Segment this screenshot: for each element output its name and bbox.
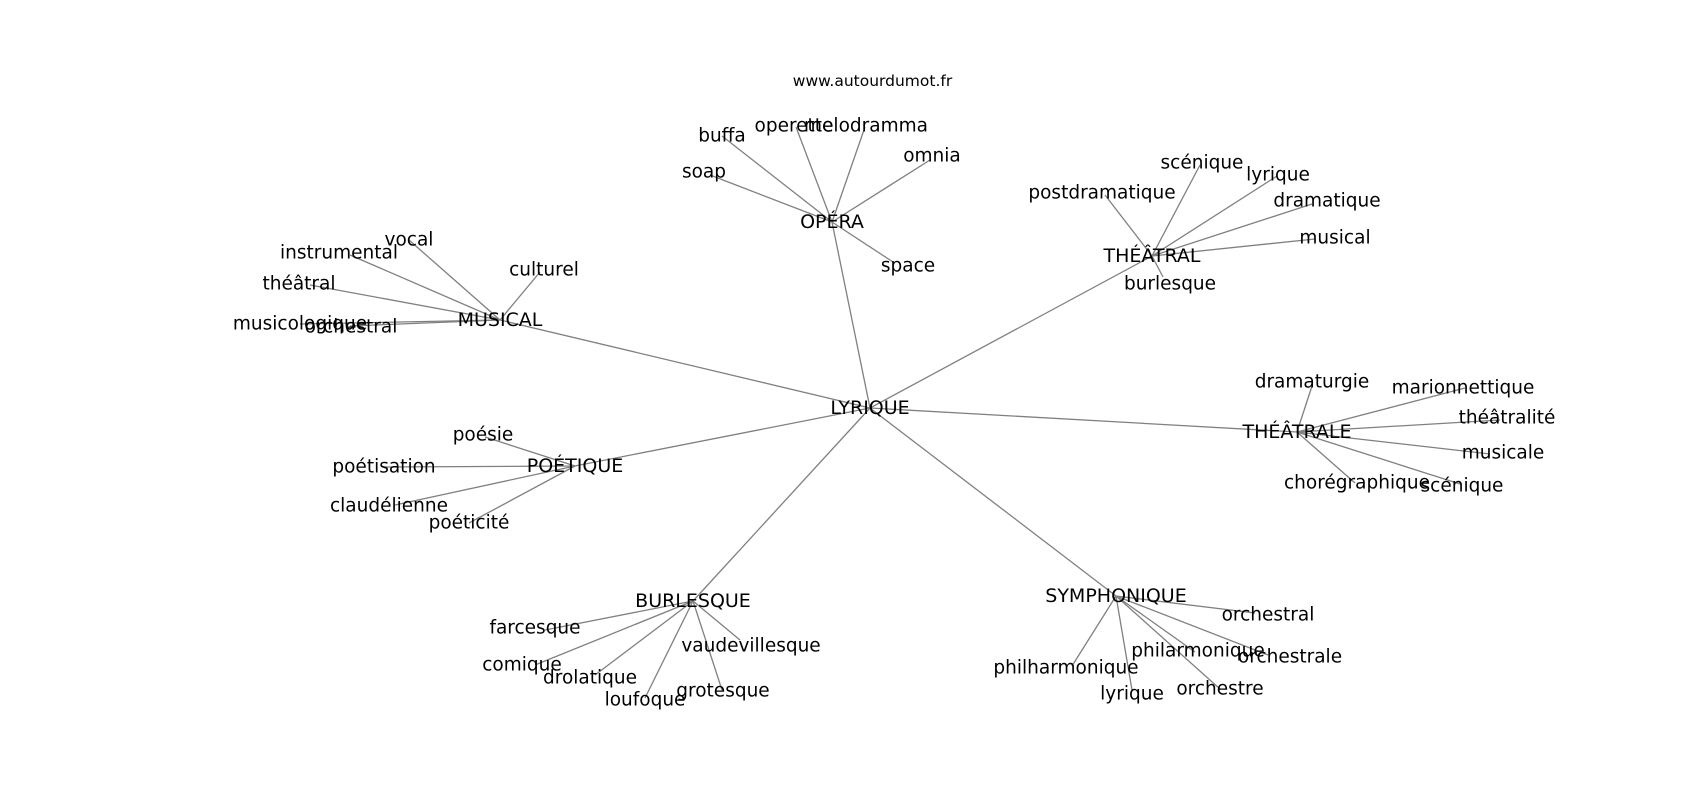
edge-center-to-hub bbox=[869, 407, 1117, 597]
edge-hub-to-word bbox=[299, 319, 501, 325]
word-node-label: dramaturgie bbox=[1255, 372, 1370, 393]
edge-hub-to-word bbox=[468, 465, 576, 524]
edge-hub-to-word bbox=[1296, 385, 1313, 433]
edge-hub-to-word bbox=[1115, 595, 1256, 614]
graph-edges bbox=[299, 126, 1501, 699]
word-node-label: théâtralité bbox=[1459, 408, 1556, 429]
word-node-label: instrumental bbox=[280, 243, 398, 264]
hub-node-label: BURLESQUE bbox=[635, 590, 751, 612]
word-node-label: vocal bbox=[385, 230, 434, 251]
word-node-label: buffa bbox=[698, 126, 746, 147]
site-watermark: www.autourdumot.fr bbox=[792, 72, 953, 90]
edge-hub-to-word bbox=[544, 600, 694, 631]
word-node-label: melodramma bbox=[804, 116, 928, 137]
word-node-label: poéticité bbox=[429, 513, 510, 534]
word-node-label: orchestral bbox=[1222, 605, 1315, 626]
edge-hub-to-word bbox=[644, 600, 694, 699]
edge-hub-to-word bbox=[1296, 431, 1356, 484]
hub-node-label: OPÉRA bbox=[800, 210, 864, 233]
edge-hub-to-word bbox=[1151, 203, 1313, 257]
edge-hub-to-word bbox=[831, 221, 894, 263]
word-node-label: philharmonique bbox=[993, 658, 1138, 679]
word-node-label: poétisation bbox=[332, 457, 435, 478]
edge-hub-to-word bbox=[721, 135, 833, 223]
edge-hub-to-word bbox=[709, 174, 833, 223]
edge-hub-to-word bbox=[484, 436, 576, 467]
edge-hub-to-word bbox=[594, 600, 694, 676]
word-node-label: musicologique bbox=[233, 314, 367, 335]
word-node-label: comique bbox=[482, 655, 562, 676]
edge-hub-to-word bbox=[795, 126, 833, 223]
word-node-label: philarmonique bbox=[1131, 641, 1264, 662]
edge-hub-to-word bbox=[692, 600, 741, 641]
hub-node-label: MUSICAL bbox=[458, 309, 543, 331]
edge-center-to-hub bbox=[869, 255, 1153, 409]
edge-center-to-hub bbox=[499, 319, 871, 409]
edge-hub-to-word bbox=[1296, 387, 1466, 433]
edge-hub-to-word bbox=[349, 254, 501, 321]
hub-node-label: THÉÂTRAL bbox=[1102, 244, 1200, 267]
edge-hub-to-word bbox=[1071, 595, 1117, 667]
edge-hub-to-word bbox=[1151, 164, 1201, 257]
edge-hub-to-word bbox=[831, 126, 866, 223]
hub-node-label: SYMPHONIQUE bbox=[1045, 585, 1186, 607]
word-node-label: chorégraphique bbox=[1284, 473, 1430, 494]
word-node-label: loufoque bbox=[605, 690, 686, 711]
word-node-label: orchestre bbox=[1176, 679, 1263, 700]
edge-hub-to-word bbox=[831, 159, 931, 223]
word-node-label: musicale bbox=[1462, 443, 1545, 464]
edge-hub-to-word bbox=[1115, 595, 1221, 690]
word-node-label: farcesque bbox=[489, 618, 580, 639]
edge-center-to-hub bbox=[869, 407, 1298, 433]
hub-node-label: THÉÂTRALE bbox=[1241, 420, 1351, 443]
word-node-label: lyrique bbox=[1246, 165, 1310, 186]
hub-node-label: POÉTIQUE bbox=[527, 454, 624, 477]
edge-hub-to-word bbox=[349, 319, 501, 327]
edge-hub-to-word bbox=[1296, 419, 1501, 433]
edge-hub-to-word bbox=[1104, 194, 1153, 257]
word-node-label: musical bbox=[1299, 228, 1370, 249]
edge-center-to-hub bbox=[831, 221, 871, 409]
edge-hub-to-word bbox=[1115, 595, 1196, 653]
word-node-label: orchestral bbox=[305, 317, 398, 338]
word-node-label: scénique bbox=[1161, 153, 1244, 174]
edge-hub-to-word bbox=[534, 600, 694, 666]
edge-hub-to-word bbox=[309, 284, 501, 321]
word-node-label: soap bbox=[682, 162, 726, 183]
word-node-label: claudélienne bbox=[330, 496, 448, 517]
word-node-label: grotesque bbox=[676, 681, 769, 702]
word-node-label: postdramatique bbox=[1028, 183, 1175, 204]
edge-hub-to-word bbox=[383, 465, 576, 468]
edge-center-to-hub bbox=[692, 407, 871, 602]
word-node-label: burlesque bbox=[1124, 274, 1216, 295]
center-node-label: LYRIQUE bbox=[830, 397, 909, 419]
word-node-label: marionnettique bbox=[1392, 378, 1535, 399]
edge-hub-to-word bbox=[1151, 238, 1316, 257]
edge-hub-to-word bbox=[1151, 175, 1278, 257]
edge-hub-to-word bbox=[1115, 595, 1269, 656]
edge-hub-to-word bbox=[1296, 431, 1461, 485]
word-node-label: théâtral bbox=[262, 274, 335, 295]
edge-hub-to-word bbox=[499, 271, 541, 321]
word-node-label: omnia bbox=[903, 146, 961, 167]
word-node-label: vaudevillesque bbox=[681, 636, 820, 657]
word-node-label: drolatique bbox=[543, 668, 637, 689]
word-node-label: orchestrale bbox=[1238, 647, 1342, 668]
edge-hub-to-word bbox=[692, 600, 723, 691]
edge-hub-to-word bbox=[1115, 595, 1133, 691]
word-node-label: scénique bbox=[1421, 476, 1504, 497]
edge-hub-to-word bbox=[1296, 431, 1491, 455]
word-node-label: lyrique bbox=[1100, 684, 1164, 705]
edge-hub-to-word bbox=[408, 239, 501, 321]
word-node-label: dramatique bbox=[1273, 191, 1380, 212]
word-node-label: culturel bbox=[509, 260, 579, 281]
edge-hub-to-word bbox=[394, 465, 576, 506]
word-node-label: operette bbox=[755, 116, 834, 137]
edge-center-to-hub bbox=[574, 407, 871, 467]
word-node-label: poésie bbox=[453, 425, 514, 446]
edge-hub-to-word bbox=[1151, 255, 1164, 278]
word-node-label: space bbox=[881, 256, 935, 277]
